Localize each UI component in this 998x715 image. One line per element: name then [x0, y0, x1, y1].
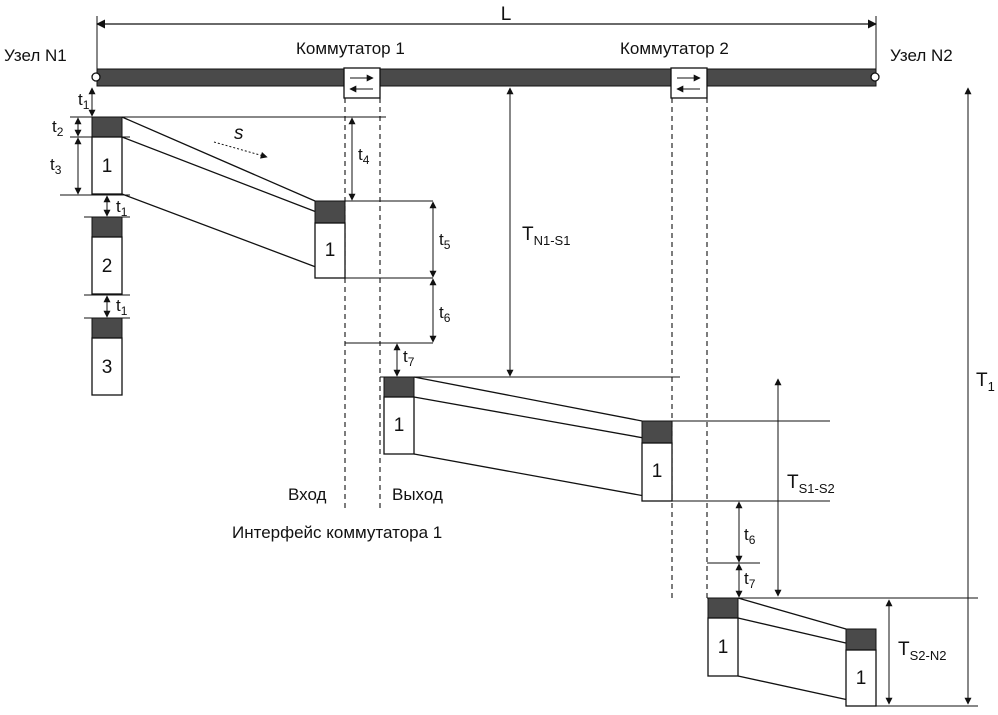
t-s1-s2-label: TS1-S2 — [787, 472, 835, 496]
t7-label-b: t7 — [744, 569, 756, 591]
frame-1-at-node2: 1 — [845, 628, 877, 707]
length-label: L — [501, 4, 512, 25]
t6-label-b: t6 — [744, 525, 756, 547]
t1-label-b: t1 — [116, 197, 128, 219]
t1-label-c: t1 — [116, 296, 128, 318]
speed-label: s — [234, 123, 244, 144]
node1-port — [91, 72, 101, 82]
t5-label: t5 — [439, 230, 451, 252]
frame-1-at-switch1-input: 1 — [314, 200, 346, 279]
frame-1-node2-number: 1 — [856, 668, 867, 689]
node1-label: Узел N1 — [4, 46, 67, 65]
frame-1-switch1-in-number: 1 — [325, 240, 336, 261]
frame-1-switch2-in-number: 1 — [652, 461, 663, 482]
t1-label-a: t1 — [78, 90, 90, 112]
frame-2-source: 2 — [91, 216, 123, 295]
interface-guides — [344, 98, 708, 600]
length-dimension: L — [96, 4, 877, 72]
switch2-icon — [670, 67, 708, 99]
switch1-icon — [343, 67, 381, 99]
timing-dimensions — [74, 87, 972, 705]
frame-2-source-number: 2 — [102, 256, 113, 277]
frame-3-source-number: 3 — [102, 357, 113, 378]
frame-3-source: 3 — [91, 317, 123, 396]
frame-1-switch1-out-number: 1 — [394, 415, 405, 436]
frame-1-source: 1 — [91, 116, 123, 195]
t7-label-a: t7 — [403, 347, 415, 369]
node2-port — [870, 72, 880, 82]
t-s2-n2-label: TS2-N2 — [898, 639, 946, 663]
speed-indicator: s — [213, 123, 268, 159]
frame-1-at-switch2-input: 1 — [641, 420, 673, 502]
network-bus — [91, 68, 880, 87]
frame-1-at-switch1-output: 1 — [383, 376, 415, 455]
t-n1-s1-label: TN1-S1 — [522, 224, 570, 248]
output-label: Выход — [392, 485, 443, 504]
t6-label-a: t6 — [439, 303, 451, 325]
interface-caption: Интерфейс коммутатора 1 — [232, 523, 442, 542]
reference-lines — [60, 116, 978, 707]
propagation-s1-s2 — [413, 376, 673, 502]
t3-label: t3 — [50, 155, 62, 177]
t1-total-label: T1 — [976, 370, 995, 394]
node2-label: Узел N2 — [890, 46, 953, 65]
t4-label: t4 — [358, 145, 370, 167]
frame-1-switch2-out-number: 1 — [718, 637, 729, 658]
switch1-label: Коммутатор 1 — [296, 39, 405, 58]
frame-1-at-switch2-output: 1 — [707, 597, 739, 677]
t2-label: t2 — [52, 117, 64, 139]
switch2-label: Коммутатор 2 — [620, 39, 729, 58]
propagation-n1-s1 — [121, 116, 346, 279]
input-label: Вход — [288, 485, 327, 504]
frame-1-source-number: 1 — [102, 156, 113, 177]
